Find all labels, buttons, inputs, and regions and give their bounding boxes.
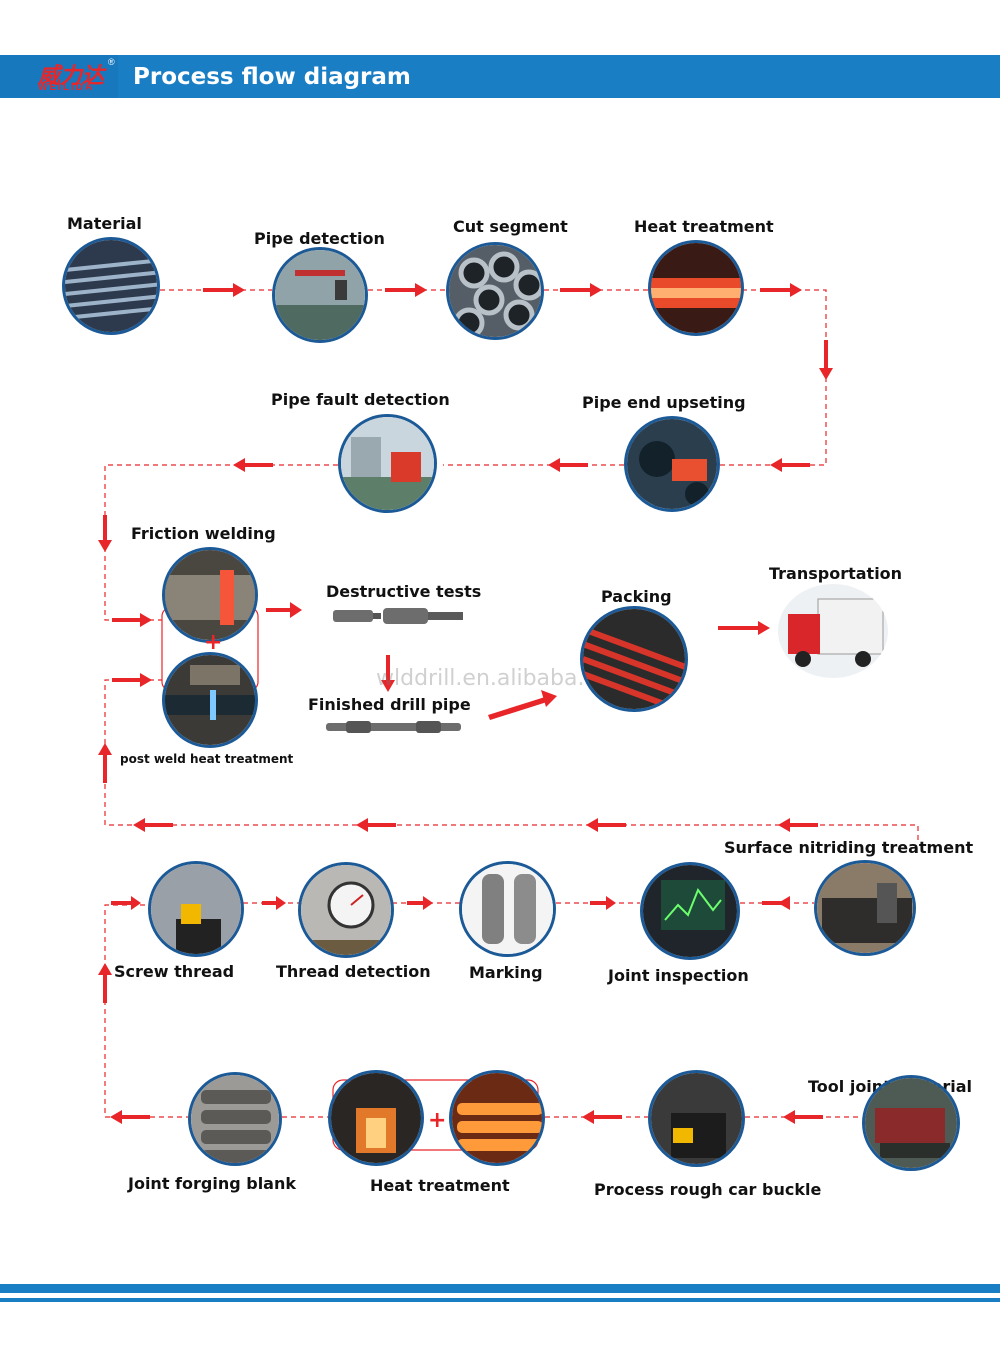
label-cut-segment: Cut segment (453, 217, 568, 236)
tool-joint-material-photo (862, 1075, 960, 1171)
label-friction-welding: Friction welding (131, 524, 276, 543)
material-photo (62, 237, 160, 335)
header-bar: 威力达 WEILIDA ® Process flow diagram (0, 55, 1000, 98)
label-material: Material (67, 214, 142, 233)
pipe-fault-detection-photo (338, 414, 437, 513)
label-pipe-end-upseting: Pipe end upseting (582, 393, 746, 412)
heat-treatment-2-parts-photo (449, 1070, 545, 1166)
weld-plus-sign: + (204, 630, 223, 655)
finished-drill-pipe-image (326, 721, 461, 733)
cut-segment-photo (446, 242, 544, 340)
label-thread-detection: Thread detection (276, 962, 431, 981)
label-process-rough-car-buckle: Process rough car buckle (594, 1180, 822, 1199)
page-title: Process flow diagram (133, 64, 411, 90)
logo: 威力达 WEILIDA ® (0, 55, 118, 98)
transportation-photo (778, 584, 888, 678)
destructive-test-sample-image (333, 608, 463, 624)
surface-nitriding-photo (814, 860, 916, 956)
footer-bar-thin (0, 1298, 1000, 1302)
registered-mark: ® (108, 57, 115, 67)
post-weld-heat-treatment-photo (162, 652, 258, 748)
label-destructive-tests: Destructive tests (326, 582, 482, 601)
label-finished-drill-pipe: Finished drill pipe (308, 695, 471, 714)
label-pipe-fault-detection: Pipe fault detection (271, 390, 450, 409)
footer-bar-thick (0, 1284, 1000, 1293)
label-marking: Marking (469, 963, 543, 982)
heat-plus-sign: + (428, 1108, 447, 1133)
heat-treatment-1-photo (648, 240, 744, 336)
marking-photo (459, 861, 556, 957)
logo-chinese-text: 威力达 (38, 64, 105, 89)
process-rough-car-buckle-photo (648, 1070, 745, 1167)
label-joint-inspection: Joint inspection (608, 966, 749, 985)
label-pipe-detection: Pipe detection (254, 229, 385, 248)
pipe-end-upseting-photo (624, 416, 720, 512)
thread-detection-photo (298, 862, 394, 958)
label-surface-nitriding-treatment: Surface nitriding treatment (724, 838, 974, 857)
label-post-weld-heat-treatment: post weld heat treatment (120, 752, 294, 766)
label-joint-forging-blank: Joint forging blank (128, 1174, 296, 1193)
friction-welding-photo (162, 547, 258, 643)
heat-treatment-2-furnace-photo (328, 1070, 424, 1166)
logo-english-text: WEILIDA (38, 82, 95, 93)
label-packing: Packing (601, 587, 672, 606)
label-screw-thread: Screw thread (114, 962, 235, 981)
label-transportation: Transportation (769, 564, 903, 583)
packing-photo (580, 606, 688, 712)
joint-forging-blank-photo (188, 1072, 282, 1166)
joint-inspection-photo (640, 862, 740, 960)
pipe-detection-photo (272, 247, 368, 343)
label-heat-treatment-1: Heat treatment (634, 217, 774, 236)
label-heat-treatment-2: Heat treatment (370, 1176, 510, 1195)
screw-thread-photo (148, 861, 244, 957)
